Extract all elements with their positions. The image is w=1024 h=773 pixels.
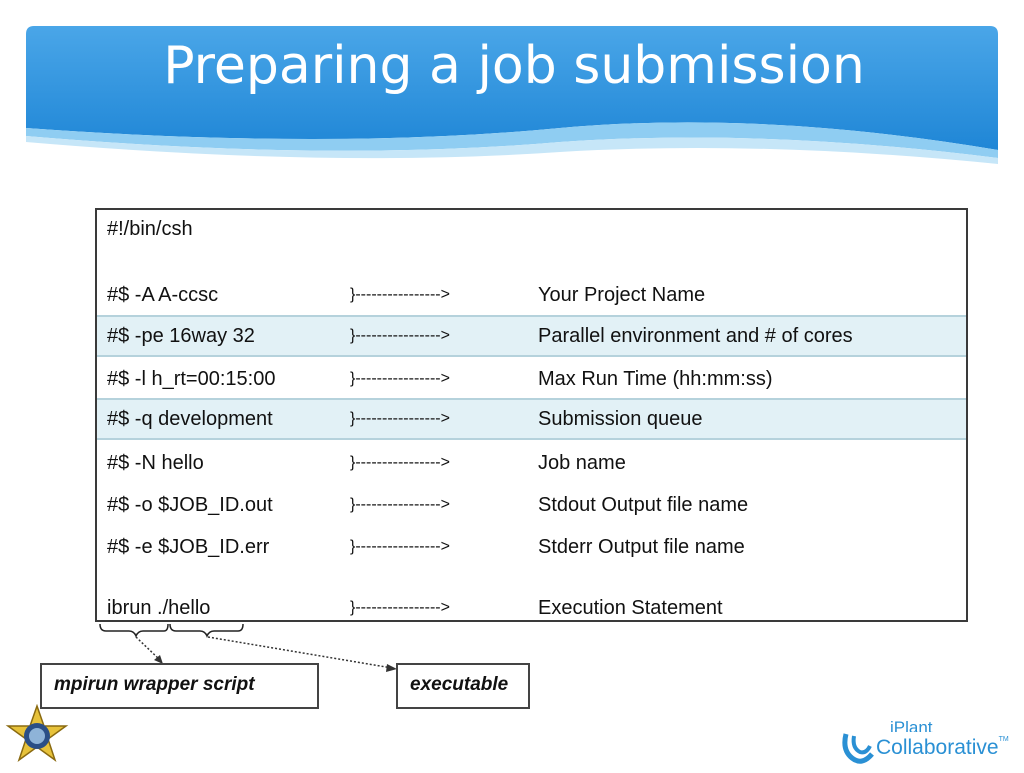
directive-text: #$ -o $JOB_ID.out (107, 494, 273, 516)
shebang-line: #!/bin/csh (107, 218, 193, 240)
brand-wordmark: CollaborativeTM (876, 736, 1009, 760)
directive-text: #$ -e $JOB_ID.err (107, 536, 270, 558)
arrow-text: }----------------> (350, 410, 450, 427)
description-text: Stdout Output file name (538, 494, 749, 516)
table-row: ibrun ./hello }----------------> Executi… (97, 587, 966, 629)
description-text: Stderr Output file name (538, 536, 745, 558)
description-text: Execution Statement (538, 597, 723, 619)
arrow-text: }----------------> (350, 370, 450, 387)
arrow-text: }----------------> (350, 286, 450, 303)
job-script-table: #!/bin/csh #$ -A A-ccsc }---------------… (95, 208, 968, 622)
directive-text: #$ -q development (107, 408, 273, 430)
directive-text: ibrun ./hello (107, 597, 211, 619)
iplant-logo: iPlant CollaborativeTM (838, 718, 1024, 768)
executable-label-box: executable (396, 663, 530, 709)
trademark-mark: TM (998, 736, 1009, 743)
directive-text: #$ -N hello (107, 452, 204, 474)
iplant-swirl-icon (842, 733, 874, 764)
directive-text: #$ -l h_rt=00:15:00 (107, 368, 276, 390)
table-row: #$ -N hello }----------------> Job name (97, 442, 966, 484)
arrow-text: }----------------> (350, 327, 450, 344)
table-row: #$ -o $JOB_ID.out }----------------> Std… (97, 484, 966, 526)
brand-text: Collaborative (876, 736, 999, 759)
title-banner: Preparing a job submission (0, 0, 1024, 175)
description-text: Submission queue (538, 408, 703, 430)
executable-pointer-line (207, 636, 393, 669)
directive-text: #$ -A A-ccsc (107, 284, 219, 306)
executable-label: executable (410, 674, 509, 695)
wrapper-label: mpirun wrapper script (54, 674, 255, 695)
table-row: #$ -q development }----------------> Sub… (97, 398, 966, 440)
arrow-text: }----------------> (350, 538, 450, 555)
table-row: #$ -e $JOB_ID.err }----------------> Std… (97, 526, 966, 568)
table-row: #$ -pe 16way 32 }----------------> Paral… (97, 315, 966, 357)
ibrun-brace (99, 623, 169, 639)
arrow-text: }----------------> (350, 599, 450, 616)
wrapper-pointer-arrowhead (154, 655, 163, 664)
description-text: Your Project Name (538, 284, 706, 306)
description-text: Job name (538, 452, 626, 474)
arrow-text: }----------------> (350, 496, 450, 513)
star-seal-icon (5, 703, 69, 762)
directive-text: #$ -pe 16way 32 (107, 325, 255, 347)
brand-top-text: iPlant (890, 718, 933, 732)
hello-brace (169, 623, 244, 639)
table-row: #$ -A A-ccsc }----------------> Your Pro… (97, 274, 966, 316)
slide-title: Preparing a job submission (163, 36, 865, 96)
star-seal-logo (2, 703, 72, 768)
description-text: Parallel environment and # of cores (538, 325, 853, 347)
banner-wave-graphic (26, 26, 998, 164)
table-row: #$ -l h_rt=00:15:00 }----------------> M… (97, 358, 966, 400)
wrapper-pointer-line (135, 636, 161, 661)
arrow-text: }----------------> (350, 454, 450, 471)
wrapper-label-box: mpirun wrapper script (40, 663, 319, 709)
executable-pointer-arrowhead (386, 664, 397, 672)
description-text: Max Run Time (hh:mm:ss) (538, 368, 773, 390)
